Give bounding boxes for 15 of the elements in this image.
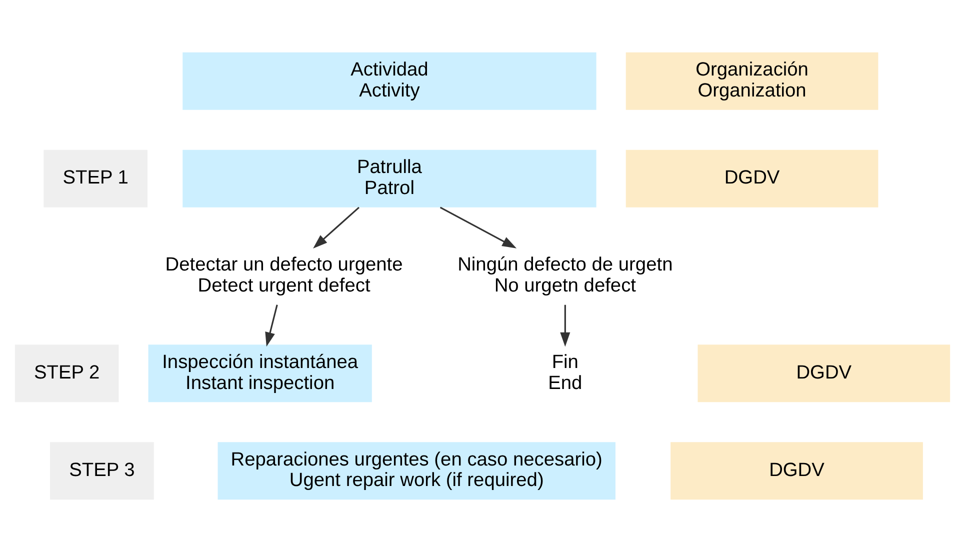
node-box: Actividad Activity: [182, 52, 596, 110]
node-box: Inspección instantánea Instant inspection: [148, 344, 372, 402]
node-box: DGDV: [626, 149, 878, 207]
node-box: Reparaciones urgentes (en caso necesario) Ugent repair work (if required): [218, 442, 616, 500]
node-box: DGDV: [670, 442, 923, 500]
arrow: [440, 206, 517, 248]
arrow: [313, 206, 360, 248]
node-text: Fin End: [548, 352, 582, 394]
node-text: Detectar un defecto urgente Detect urgent defect: [165, 254, 403, 296]
node-box: Organización Organization: [626, 52, 878, 110]
arrow: [265, 304, 278, 346]
arrow: [560, 304, 570, 346]
node-text: Ningún defecto de urgetn No urgetn defect: [458, 254, 673, 296]
node-box: DGDV: [698, 344, 950, 402]
node-box: Patrulla Patrol: [182, 149, 596, 207]
